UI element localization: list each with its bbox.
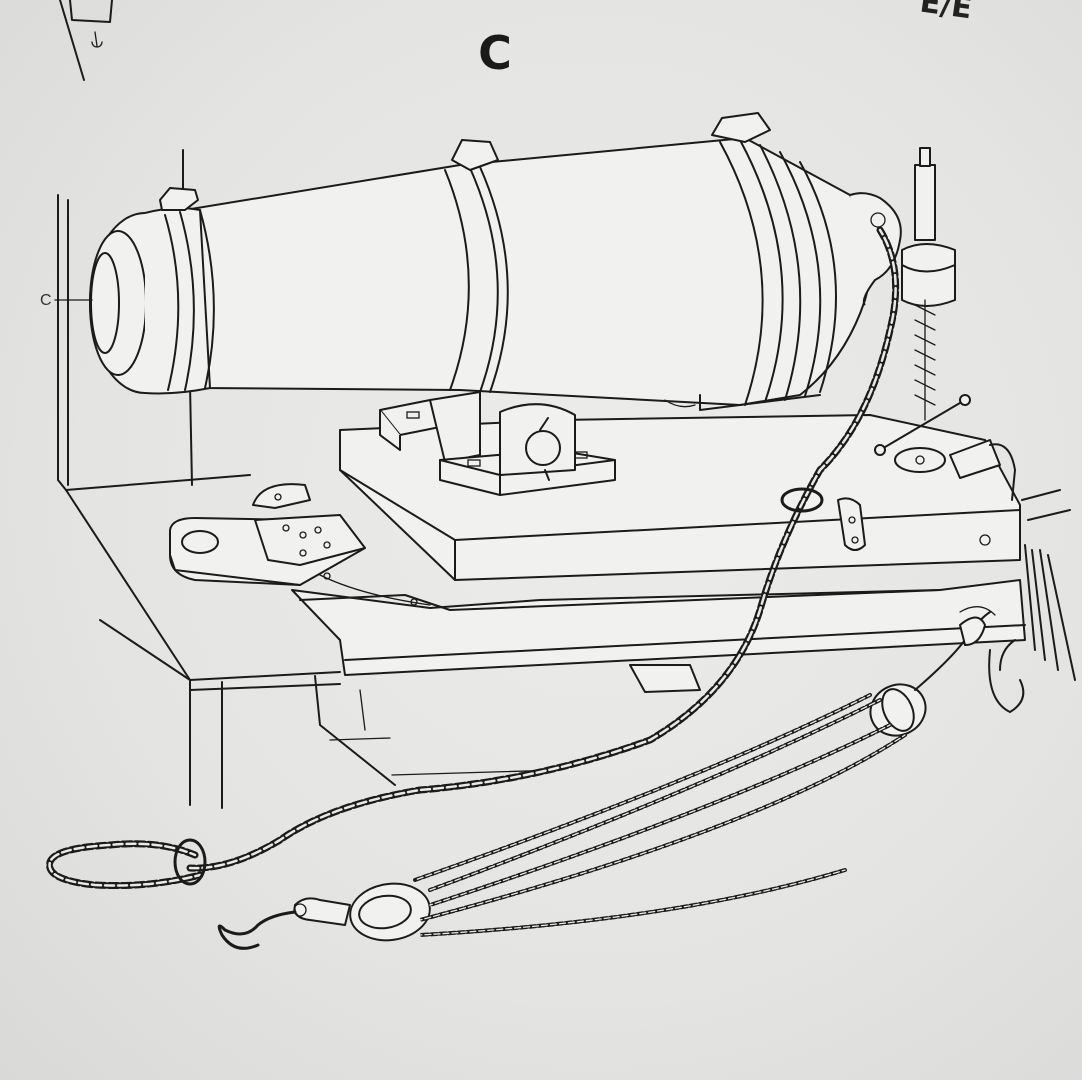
gun-carriage [169, 147, 1076, 713]
breeching-rope [46, 226, 900, 890]
deck-structure [57, 149, 561, 809]
cannon-barrel [89, 112, 902, 411]
previous-figure-fragment [59, 0, 113, 81]
gun-tackle [217, 611, 991, 950]
figure-heading: C [478, 26, 512, 80]
muzzle-callout-label: C [40, 292, 52, 309]
